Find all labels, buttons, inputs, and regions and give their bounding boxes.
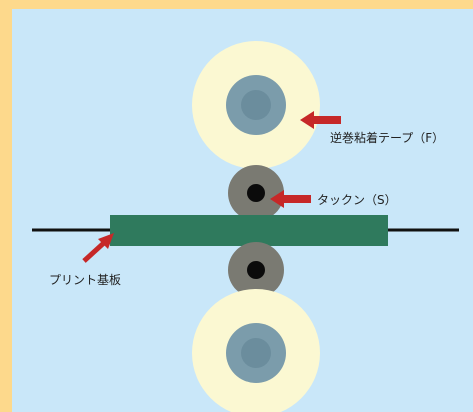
tape-arrow [300, 111, 341, 129]
board-label: プリント基板 [49, 273, 122, 287]
tack-roll-arrow [270, 190, 311, 208]
lower-tack-roll [228, 242, 284, 298]
roll-diagram [32, 41, 459, 412]
board-arrow [82, 233, 114, 263]
diagram-panel: 逆巻粘着テープ（F） タックン（S） プリント基板 [12, 9, 473, 412]
lower-tape-roll [192, 289, 320, 412]
tape-label: 逆巻粘着テープ（F） [330, 131, 445, 145]
circuit-board [110, 215, 388, 246]
upper-tape-roll [192, 41, 320, 169]
tack-roll-label: タックン（S） [317, 193, 397, 207]
upper-tack-roll [228, 165, 284, 221]
